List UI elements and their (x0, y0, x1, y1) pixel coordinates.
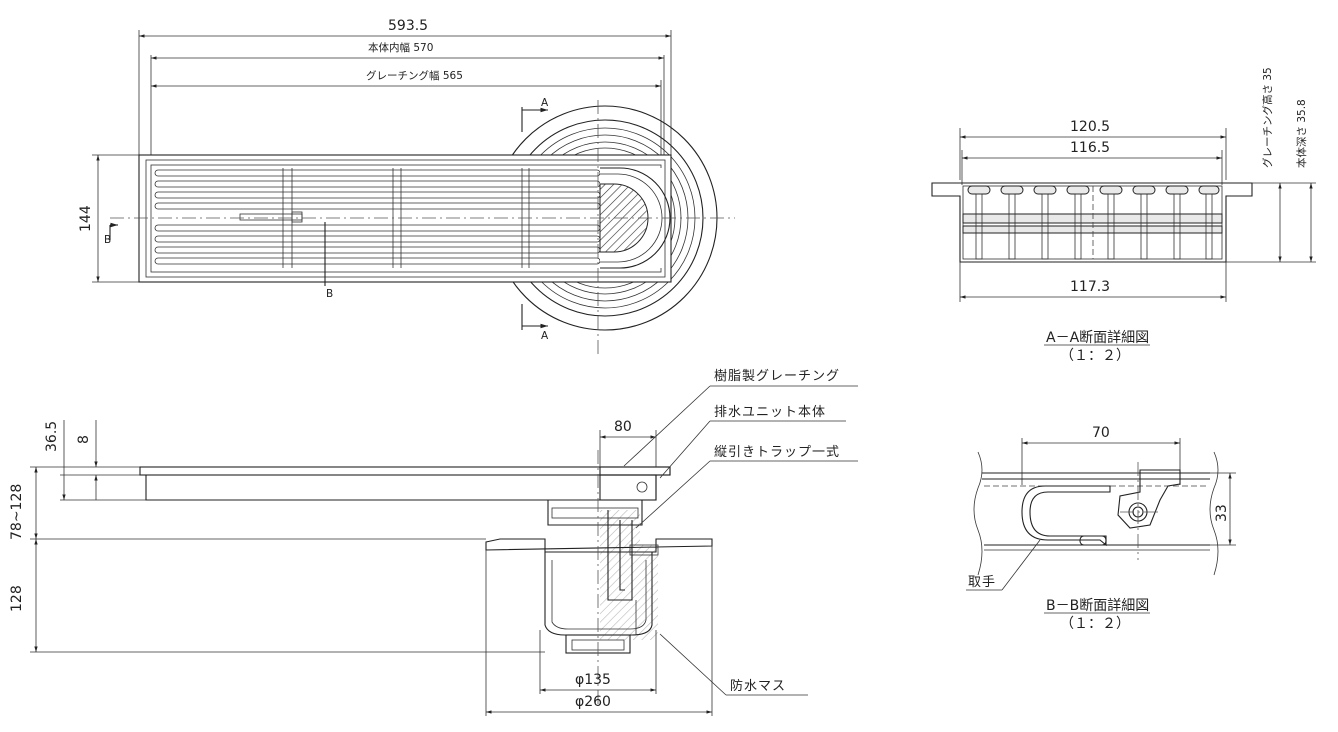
section-b-left: B (104, 234, 111, 246)
dim-overall: 593.5 (388, 18, 428, 34)
callout-resin-grating: 樹脂製グレーチング (714, 369, 840, 384)
callout-drain-unit-body: 排水ユニット本体 (714, 405, 826, 420)
dim-70: 70 (1092, 425, 1110, 441)
dim-117-3: 117.3 (1070, 279, 1110, 295)
section-a-bottom: A (541, 330, 549, 342)
section-aa: 120.5 116.5 117.3 グレーチング高さ 35 (931, 67, 1316, 364)
dim-120-5: 120.5 (1070, 119, 1110, 135)
dim-height-144: 144 (78, 205, 94, 232)
dim-grating-height-35: グレーチング高さ 35 (1261, 67, 1274, 168)
plan-view: 593.5 本体内幅 570 グレーチング幅 565 144 (78, 18, 735, 358)
label-handle: 取手 (968, 575, 996, 590)
section-bb-title: B－B断面詳細図 (1046, 598, 1149, 614)
elevation-view: 36.5 8 78~128 128 80 (9, 369, 858, 716)
dim-d260: φ260 (575, 694, 611, 710)
dim-36-5: 36.5 (44, 421, 60, 452)
dim-33: 33 (1214, 504, 1230, 522)
dim-body-width: 本体内幅 570 (368, 41, 433, 54)
dim-grating-width: グレーチング幅 565 (366, 69, 463, 82)
section-bb: 70 33 取手 B－B断面詳細図 （１：２） (966, 425, 1236, 632)
grating-posts (967, 185, 1220, 260)
dim-8: 8 (76, 435, 92, 444)
dim-d135: φ135 (575, 672, 611, 688)
callout-vertical-trap-set: 縦引きトラップ一式 (714, 445, 840, 460)
dim-80: 80 (614, 419, 632, 435)
section-aa-title: A－A断面詳細図 (1046, 330, 1149, 346)
section-a-top: A (541, 97, 549, 109)
section-bb-scale: （１：２） (1060, 616, 1130, 632)
dim-body-depth-35-8: 本体深さ 35.8 (1295, 99, 1308, 168)
section-aa-scale: （１：２） (1060, 348, 1130, 364)
dim-116-5: 116.5 (1070, 140, 1110, 156)
dim-78-128: 78~128 (9, 484, 25, 540)
dim-128: 128 (9, 585, 25, 612)
section-b-bottom: B (326, 288, 333, 300)
callout-waterproof-box: 防水マス (730, 678, 786, 694)
